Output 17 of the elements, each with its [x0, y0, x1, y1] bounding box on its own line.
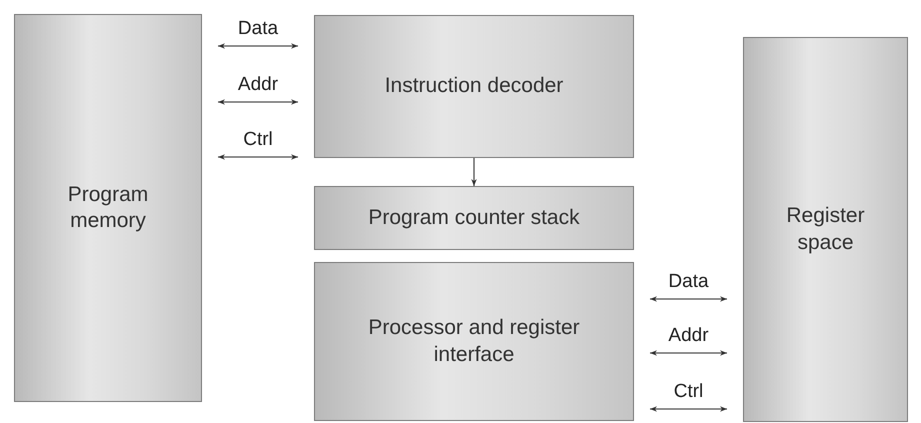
arrow — [471, 158, 477, 186]
block-box — [14, 14, 202, 402]
block-box — [314, 15, 634, 158]
block-box — [743, 37, 908, 422]
double-arrow — [650, 350, 727, 356]
block-label: Register space — [785, 203, 866, 256]
block-box — [314, 262, 634, 421]
double-arrow — [650, 406, 727, 412]
block-label: Program counter stack — [367, 204, 581, 231]
double-arrow — [650, 296, 727, 302]
block-label: Processor and register interface — [367, 315, 581, 368]
block-box — [314, 186, 634, 250]
double-arrow — [218, 154, 298, 160]
double-arrow — [218, 43, 298, 49]
block-label: Instruction decoder — [384, 73, 564, 100]
double-arrow — [218, 99, 298, 105]
block-label: Program memory — [66, 182, 150, 234]
